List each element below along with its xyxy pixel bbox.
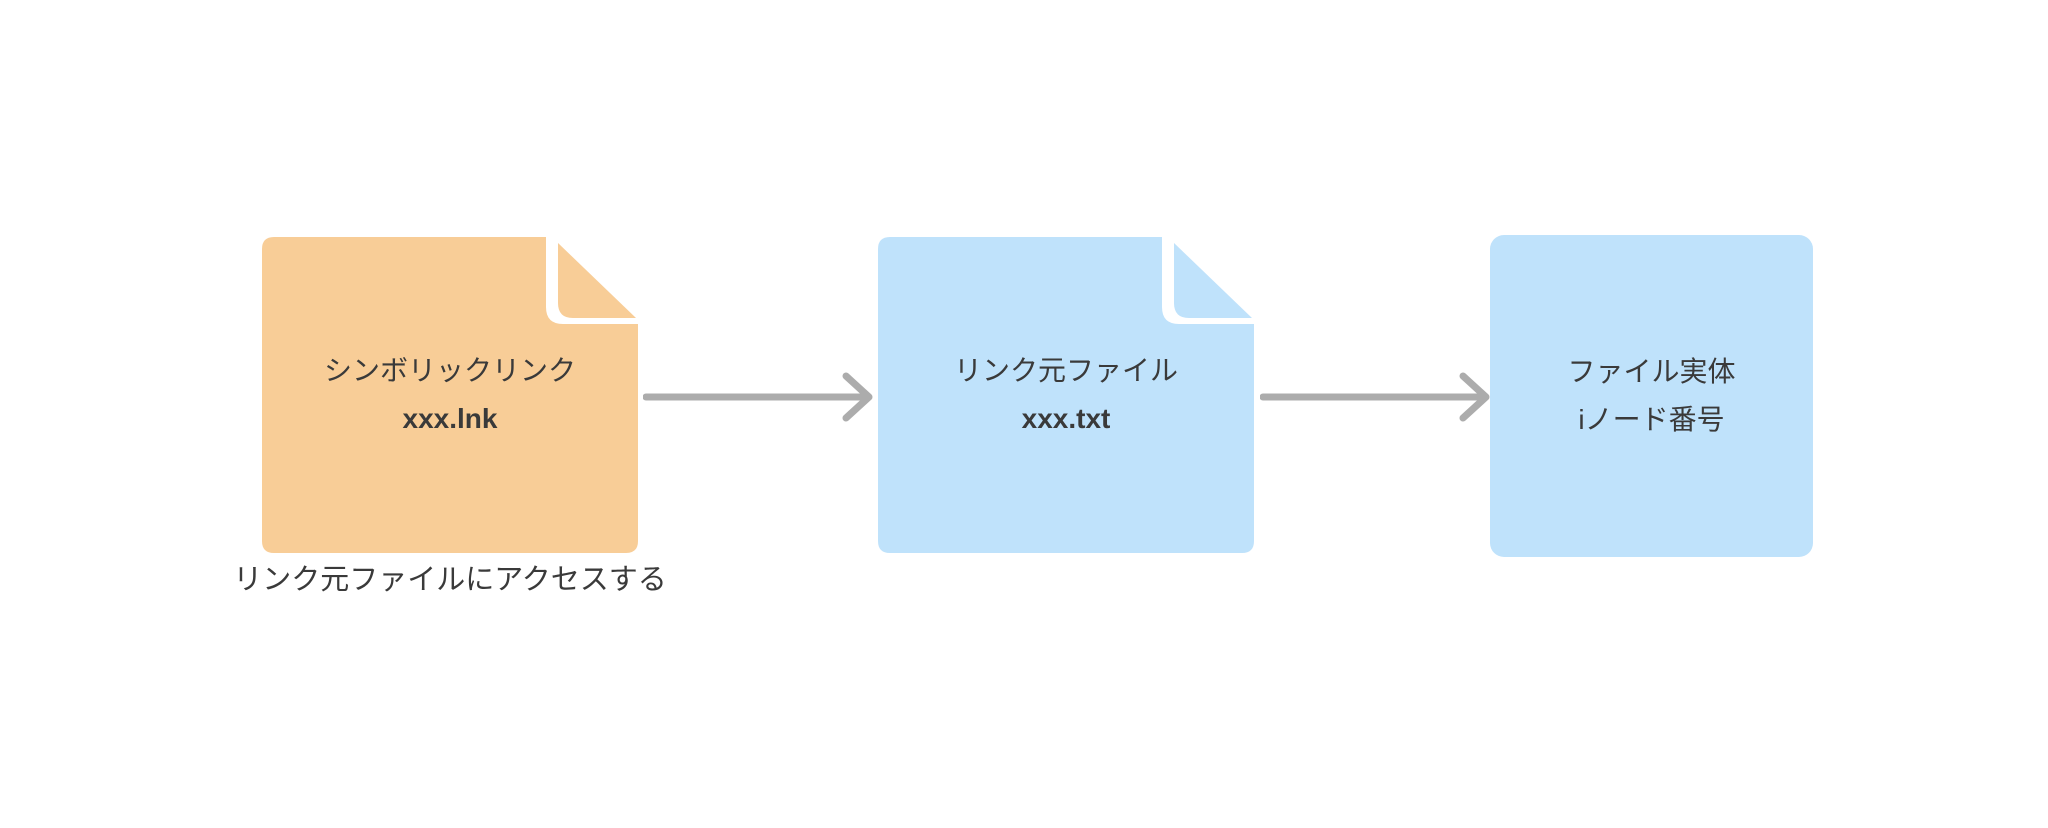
node-inode-label: ファイル実体 iノード番号 [1490,235,1813,557]
inode-node-body [1490,235,1813,557]
file-shape-icon [262,237,638,553]
node-source-file: リンク元ファイル xxx.txt [878,237,1254,553]
node-symlink-label: シンボリックリンク xxx.lnk [262,237,638,553]
node-inode: ファイル実体 iノード番号 [1490,235,1813,557]
file-shape-icon [878,237,1254,553]
rect-shape-icon [1490,235,1813,557]
arrow-source-to-inode [1260,372,1490,422]
node-inode-title: ファイル実体 [1567,356,1736,387]
arrow-head-icon [842,372,873,422]
node-symlink-title: シンボリックリンク [323,355,576,386]
file-node-fold-icon [558,243,636,318]
node-source-title: リンク元ファイル [953,355,1178,386]
arrow-symlink-to-source [643,372,873,422]
file-node-body [262,237,638,553]
node-symlink-filename: xxx.lnk [402,403,498,434]
node-source-filename: xxx.txt [1021,403,1111,434]
arrow-head-icon [1459,372,1490,422]
file-node-body [878,237,1254,553]
node-inode-subtitle: iノード番号 [1578,404,1725,435]
node-symlink-file: シンボリックリンク xxx.lnk [262,237,638,553]
symlink-caption: リンク元ファイルにアクセスする [233,564,667,596]
file-node-fold-icon [1174,243,1252,318]
node-source-label: リンク元ファイル xxx.txt [878,237,1254,553]
